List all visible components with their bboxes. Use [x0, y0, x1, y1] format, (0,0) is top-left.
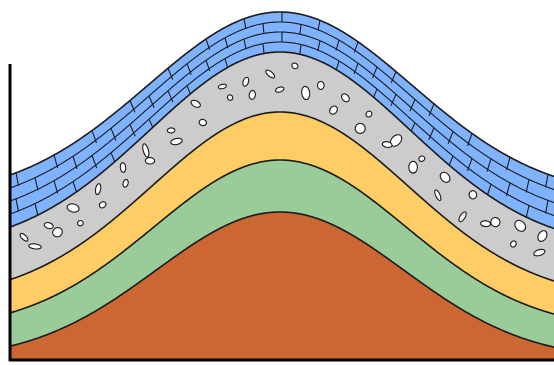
pebble: [167, 128, 175, 133]
pebble: [145, 157, 155, 164]
rock-layers: [10, 12, 554, 360]
pebble: [481, 220, 491, 226]
pebble: [120, 162, 126, 172]
pebble: [317, 81, 324, 89]
pebble: [78, 220, 84, 226]
pebble: [409, 161, 418, 173]
